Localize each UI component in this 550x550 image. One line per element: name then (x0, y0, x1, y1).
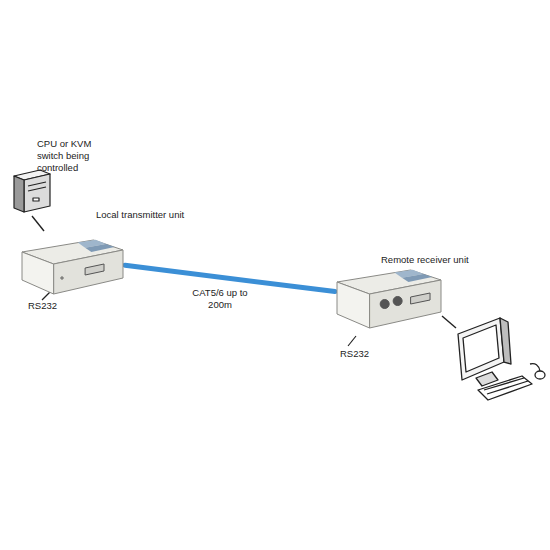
extender-unit: Local transmitter unit (20, 238, 125, 296)
unit-outline (20, 238, 125, 296)
unit-heading: Remote receiver unit (381, 254, 469, 266)
monitor-keyboard (458, 318, 545, 400)
port-label: RS232 (340, 348, 380, 360)
unit-heading: Local transmitter unit (96, 209, 184, 221)
leader-line (32, 216, 44, 231)
leader-line (442, 316, 456, 328)
extender-unit: Remote receiver unit (335, 268, 443, 330)
device-note: CPU or KVM switch being controlled (37, 138, 119, 174)
port-label: RS232 (28, 300, 68, 312)
cpu-tower (14, 170, 50, 212)
leader-line (348, 336, 356, 346)
leader-line (42, 292, 50, 300)
cable-label: CAT5/6 up to 200m (186, 287, 254, 311)
unit-outline (335, 268, 443, 330)
